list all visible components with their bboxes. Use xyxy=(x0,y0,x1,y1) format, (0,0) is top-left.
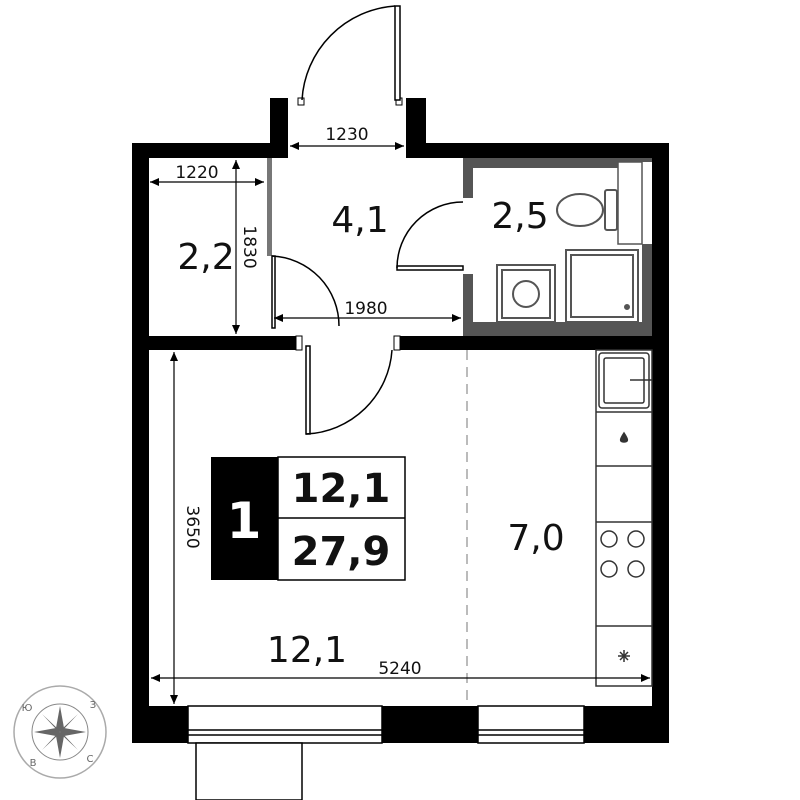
windows xyxy=(187,705,585,800)
rooms-count: 1 xyxy=(227,492,262,550)
dim-wardrobe-width: 1220 xyxy=(175,163,218,183)
dim-entrance-width: 1230 xyxy=(325,125,368,145)
compass-west: З xyxy=(90,700,96,711)
sink-icon xyxy=(598,352,652,409)
area-wardrobe: 2,2 xyxy=(177,237,234,278)
partitions xyxy=(267,158,272,256)
area-living: 12,1 xyxy=(267,630,347,671)
bathroom-fixtures xyxy=(496,161,643,323)
compass-north: С xyxy=(87,754,94,765)
compass-east: В xyxy=(30,758,37,769)
area-hall: 4,1 xyxy=(331,200,388,241)
fridge-icon xyxy=(618,650,630,662)
stove-icon xyxy=(600,530,645,578)
summary-badge: 1 12,1 27,9 xyxy=(211,456,406,581)
total-area: 27,9 xyxy=(292,529,391,575)
doors xyxy=(271,5,464,435)
dim-wardrobe-depth: 1830 xyxy=(239,225,259,268)
dimension-labels: 1230 1220 1830 1980 3650 5240 xyxy=(175,125,421,679)
door-jambs xyxy=(295,97,403,351)
toilet-icon xyxy=(556,189,618,231)
water-drop-icon xyxy=(619,431,629,443)
area-bathroom: 2,5 xyxy=(491,196,548,237)
living-area: 12,1 xyxy=(292,466,391,512)
compass-south: Ю xyxy=(22,703,33,714)
dimension-lines xyxy=(150,142,650,704)
dim-room-depth: 3650 xyxy=(182,505,202,548)
bathroom-walls xyxy=(463,158,652,336)
area-kitchen: 7,0 xyxy=(507,518,564,559)
compass-rose-icon xyxy=(34,706,86,758)
room-areas: 2,2 4,1 2,5 12,1 7,0 xyxy=(177,196,564,671)
kitchen-cabinets xyxy=(595,349,653,687)
outer-walls xyxy=(132,98,669,743)
dim-hall-width: 1980 xyxy=(344,299,387,319)
compass: Ю З В С xyxy=(13,685,107,779)
shower-icon xyxy=(565,249,639,323)
dim-room-width: 5240 xyxy=(378,659,421,679)
washing-machine-icon xyxy=(496,264,556,323)
